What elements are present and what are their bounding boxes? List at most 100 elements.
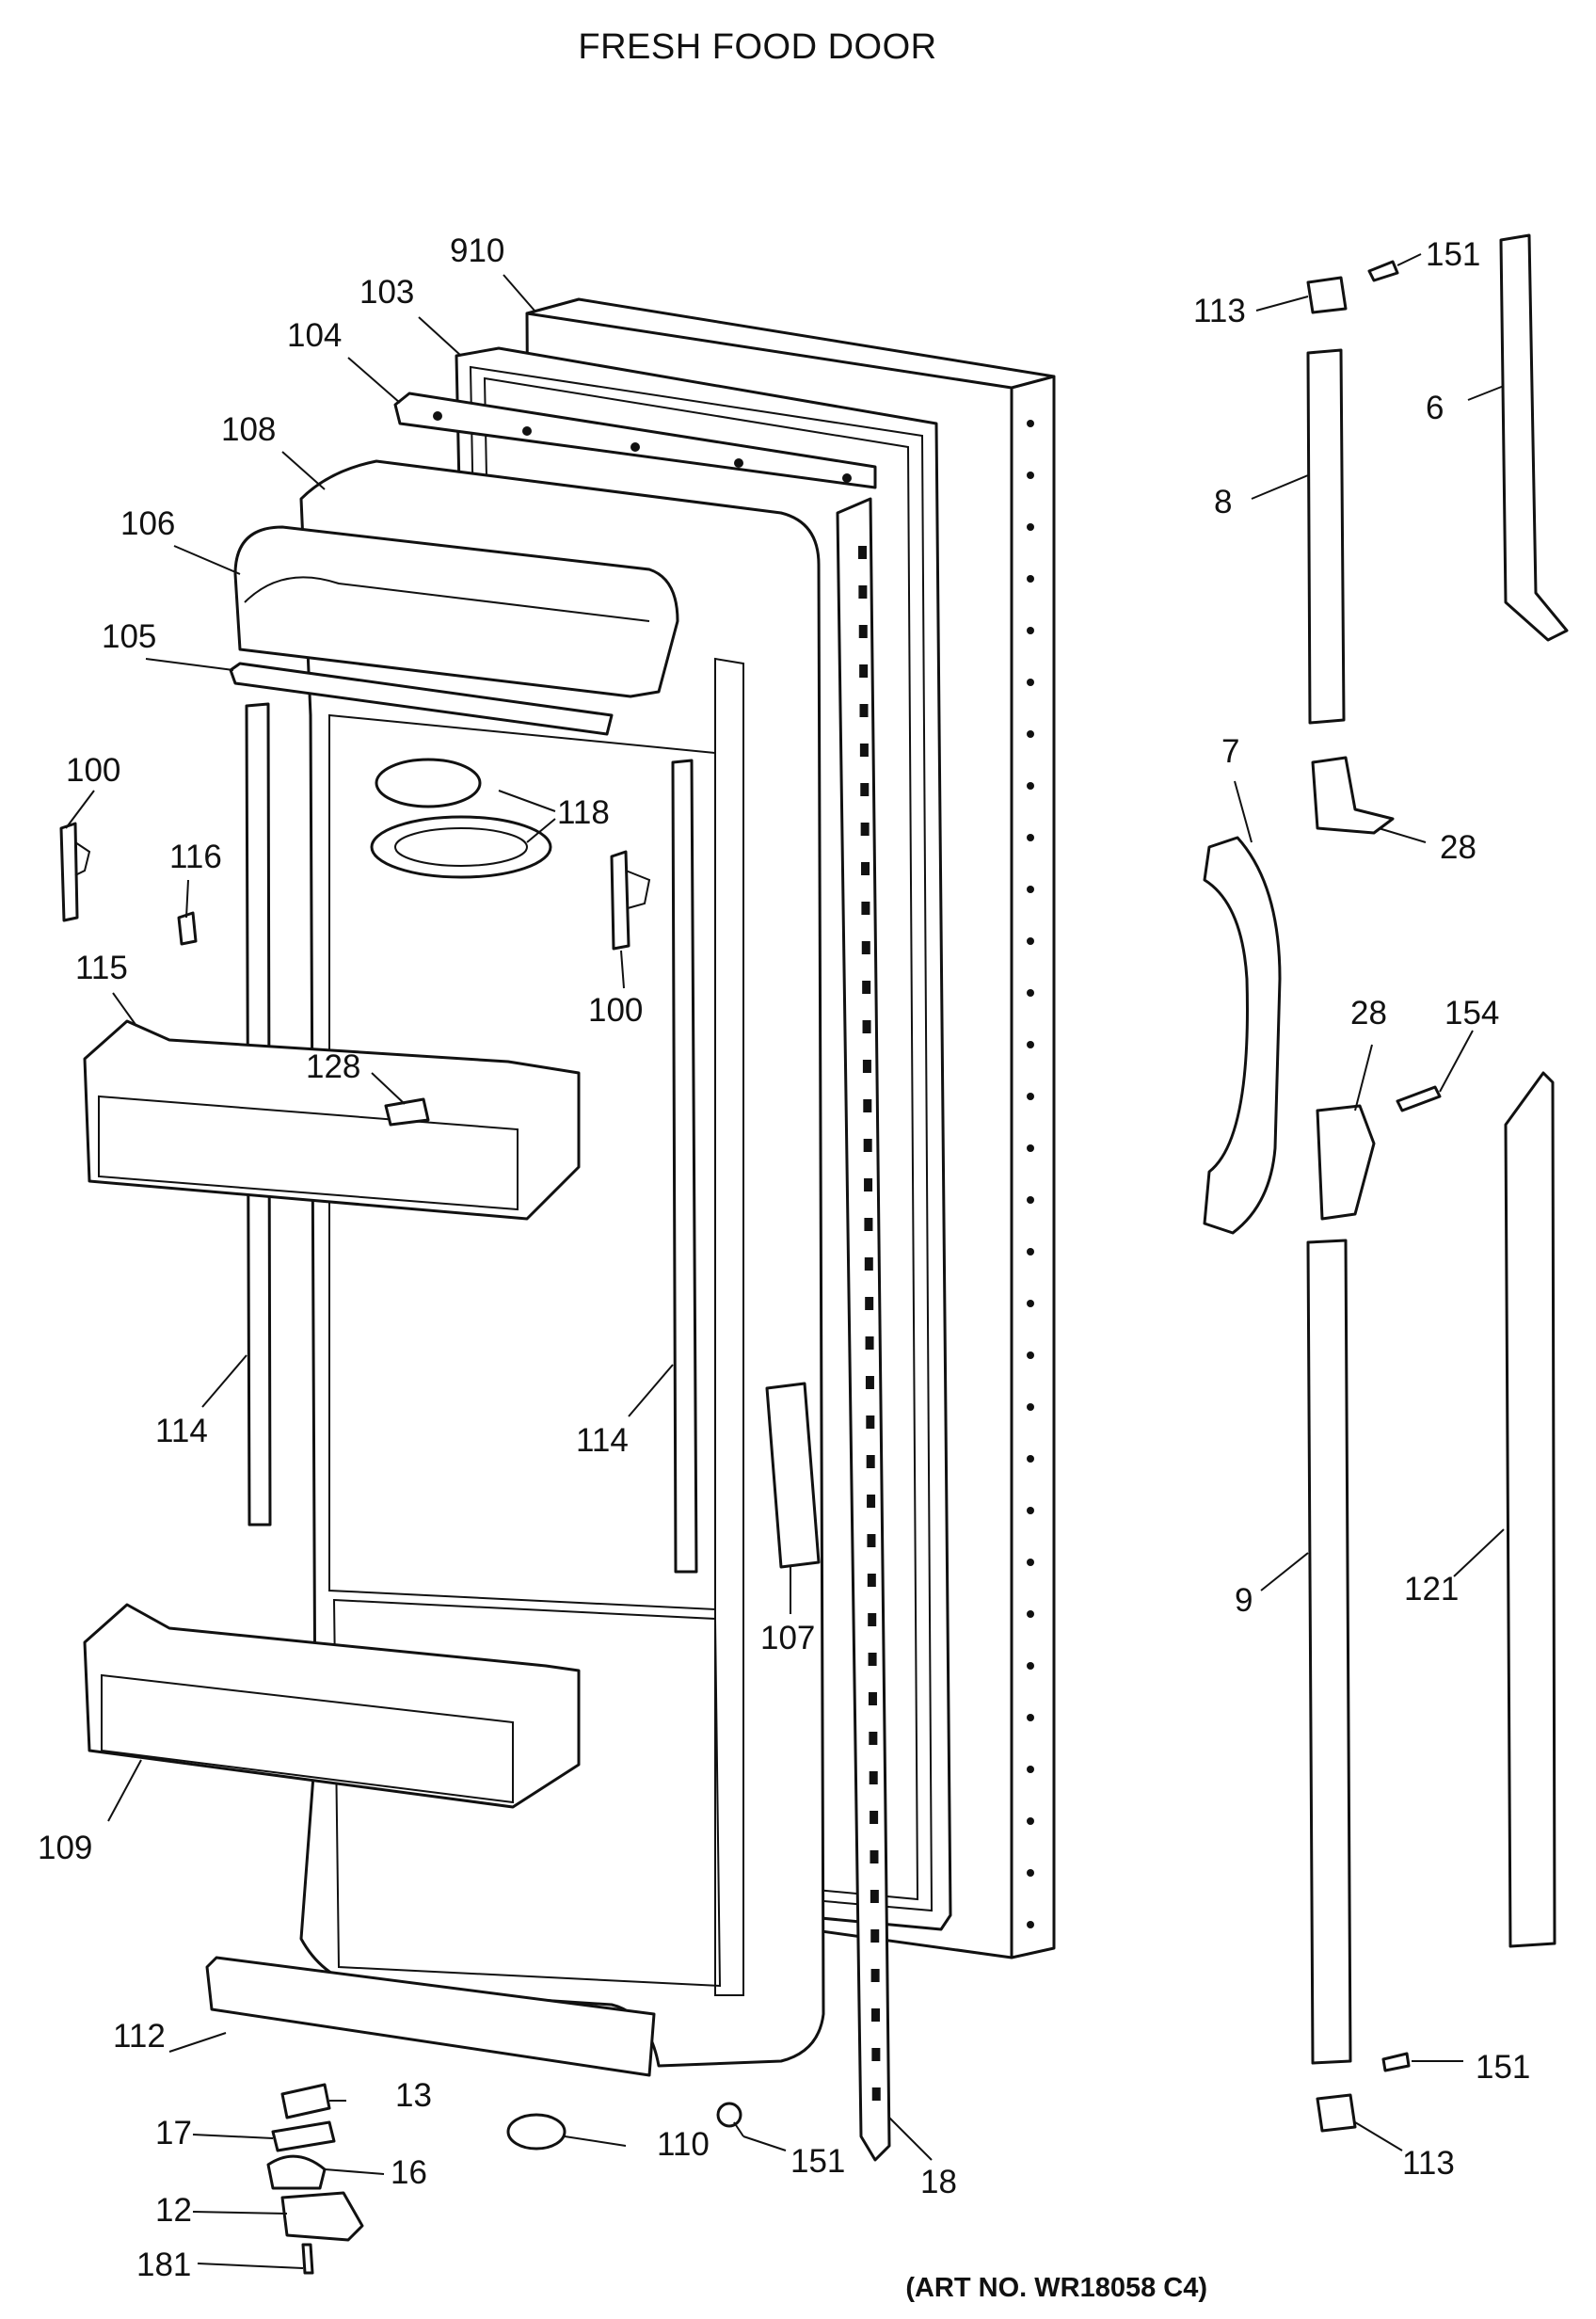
callout-121: 121: [1404, 1571, 1459, 1607]
panel-rivet: [1027, 1455, 1034, 1463]
handle-cap-113-bottom: [1316, 2093, 1357, 2133]
mounting-plate-9: [1306, 1239, 1352, 2065]
strip-slot: [870, 1969, 880, 1982]
leader-lines: [65, 253, 1505, 2269]
callout-910: 910: [450, 232, 504, 269]
strip-slot: [861, 902, 870, 915]
callout-100-right: 100: [588, 992, 643, 1029]
callout-113-bottom: 113: [1402, 2145, 1455, 2182]
panel-rivet: [1027, 1196, 1034, 1204]
panel-rivet: [1027, 1921, 1034, 1928]
callout-115: 115: [75, 950, 128, 986]
callout-9: 9: [1235, 1582, 1253, 1619]
diagram-title: FRESH FOOD DOOR: [578, 27, 936, 67]
callout-7: 7: [1221, 733, 1239, 770]
panel-rivet: [1027, 886, 1034, 893]
callout-114-right: 114: [576, 1422, 629, 1459]
callout-100-left: 100: [66, 752, 120, 789]
handle-cap-113-top: [1306, 276, 1348, 314]
strip-slot: [859, 744, 869, 757]
clip-116: [177, 911, 198, 946]
callout-106: 106: [120, 505, 175, 542]
strip-slot: [858, 546, 867, 559]
callout-116: 116: [169, 839, 222, 875]
hinge-28-top: [1311, 756, 1395, 835]
panel-rivet: [1027, 937, 1034, 945]
panel-rivet: [1027, 1610, 1034, 1618]
panel-rivet: [1027, 1869, 1034, 1877]
callout-13: 13: [395, 2077, 432, 2114]
dairy-door-106: [233, 525, 679, 698]
plug-110: [506, 2113, 567, 2151]
callout-112: 112: [113, 2018, 166, 2055]
top-trim-104: [393, 392, 877, 489]
panel-rivet: [1027, 1041, 1034, 1048]
strip-slot: [865, 1336, 874, 1350]
door-handle-7: [1203, 836, 1282, 1235]
callout-114-left: 114: [155, 1413, 208, 1449]
panel-rivet: [1027, 1144, 1034, 1152]
callout-28-lower: 28: [1350, 995, 1387, 1032]
shelf-115: [83, 1019, 581, 1221]
strip-slot: [864, 1178, 873, 1191]
strip-slot: [869, 1732, 878, 1745]
callout-109: 109: [38, 1830, 92, 1866]
callout-108: 108: [221, 411, 276, 448]
panel-rivet: [1027, 1351, 1034, 1359]
strip-slot: [866, 1415, 875, 1429]
butter-bin-118: [370, 758, 552, 879]
hinge-bracket-12: [280, 2191, 364, 2242]
panel-rivet: [1027, 730, 1034, 738]
callout-17: 17: [155, 2115, 192, 2151]
strip-slot: [870, 1811, 879, 1824]
panel-rivet: [1027, 679, 1034, 686]
callout-16: 16: [391, 2154, 427, 2191]
panel-rivet: [1027, 1507, 1034, 1514]
strip-slot: [868, 1653, 877, 1666]
strip-slot: [861, 862, 870, 875]
screw-151-bottom: [716, 2102, 744, 2137]
callout-105: 105: [102, 618, 156, 655]
strip-slot: [871, 2087, 881, 2101]
callout-104: 104: [287, 317, 342, 354]
strip-slot: [867, 1495, 876, 1508]
trim-6: [1499, 233, 1569, 642]
strip-slot: [866, 1455, 875, 1468]
strip-slot: [860, 823, 870, 836]
screw-151-top: [1367, 260, 1399, 282]
strip-slot: [862, 981, 871, 994]
screw-151-right: [1381, 2052, 1411, 2072]
strip-slot: [869, 1771, 878, 1784]
panel-rivet: [1027, 472, 1034, 479]
strip-slot: [870, 1929, 880, 1943]
panel-rivet: [1027, 1248, 1034, 1255]
strip-slot: [862, 1060, 871, 1073]
hinge-28-lower: [1316, 1104, 1376, 1221]
callout-154: 154: [1444, 995, 1499, 1032]
strip-slot: [859, 664, 869, 678]
panel-rivet: [1027, 989, 1034, 997]
strip-slot: [871, 2048, 881, 2061]
callout-181: 181: [136, 2247, 191, 2283]
panel-rivet: [1027, 575, 1034, 583]
panel-rivet: [1027, 420, 1034, 427]
strip-slot: [859, 704, 869, 717]
callout-118: 118: [557, 794, 610, 831]
strip-slot: [870, 2008, 880, 2022]
cam-107: [765, 1382, 821, 1569]
strip-slot: [868, 1613, 877, 1626]
strip-slot: [858, 625, 868, 638]
dairy-rail-105: [229, 662, 614, 736]
screw-154: [1396, 1085, 1442, 1112]
callout-103: 103: [359, 274, 414, 311]
callout-113-top: 113: [1193, 293, 1246, 329]
strip-slot: [867, 1574, 876, 1587]
panel-rivet: [1027, 1093, 1034, 1100]
shelf-support-100-right: [610, 850, 651, 951]
breaker-strip-18: [836, 420, 1034, 2162]
shelf-support-100-left: [59, 822, 91, 922]
strip-slot: [868, 1692, 877, 1705]
art-number: (ART NO. WR18058 C4): [905, 2273, 1207, 2303]
